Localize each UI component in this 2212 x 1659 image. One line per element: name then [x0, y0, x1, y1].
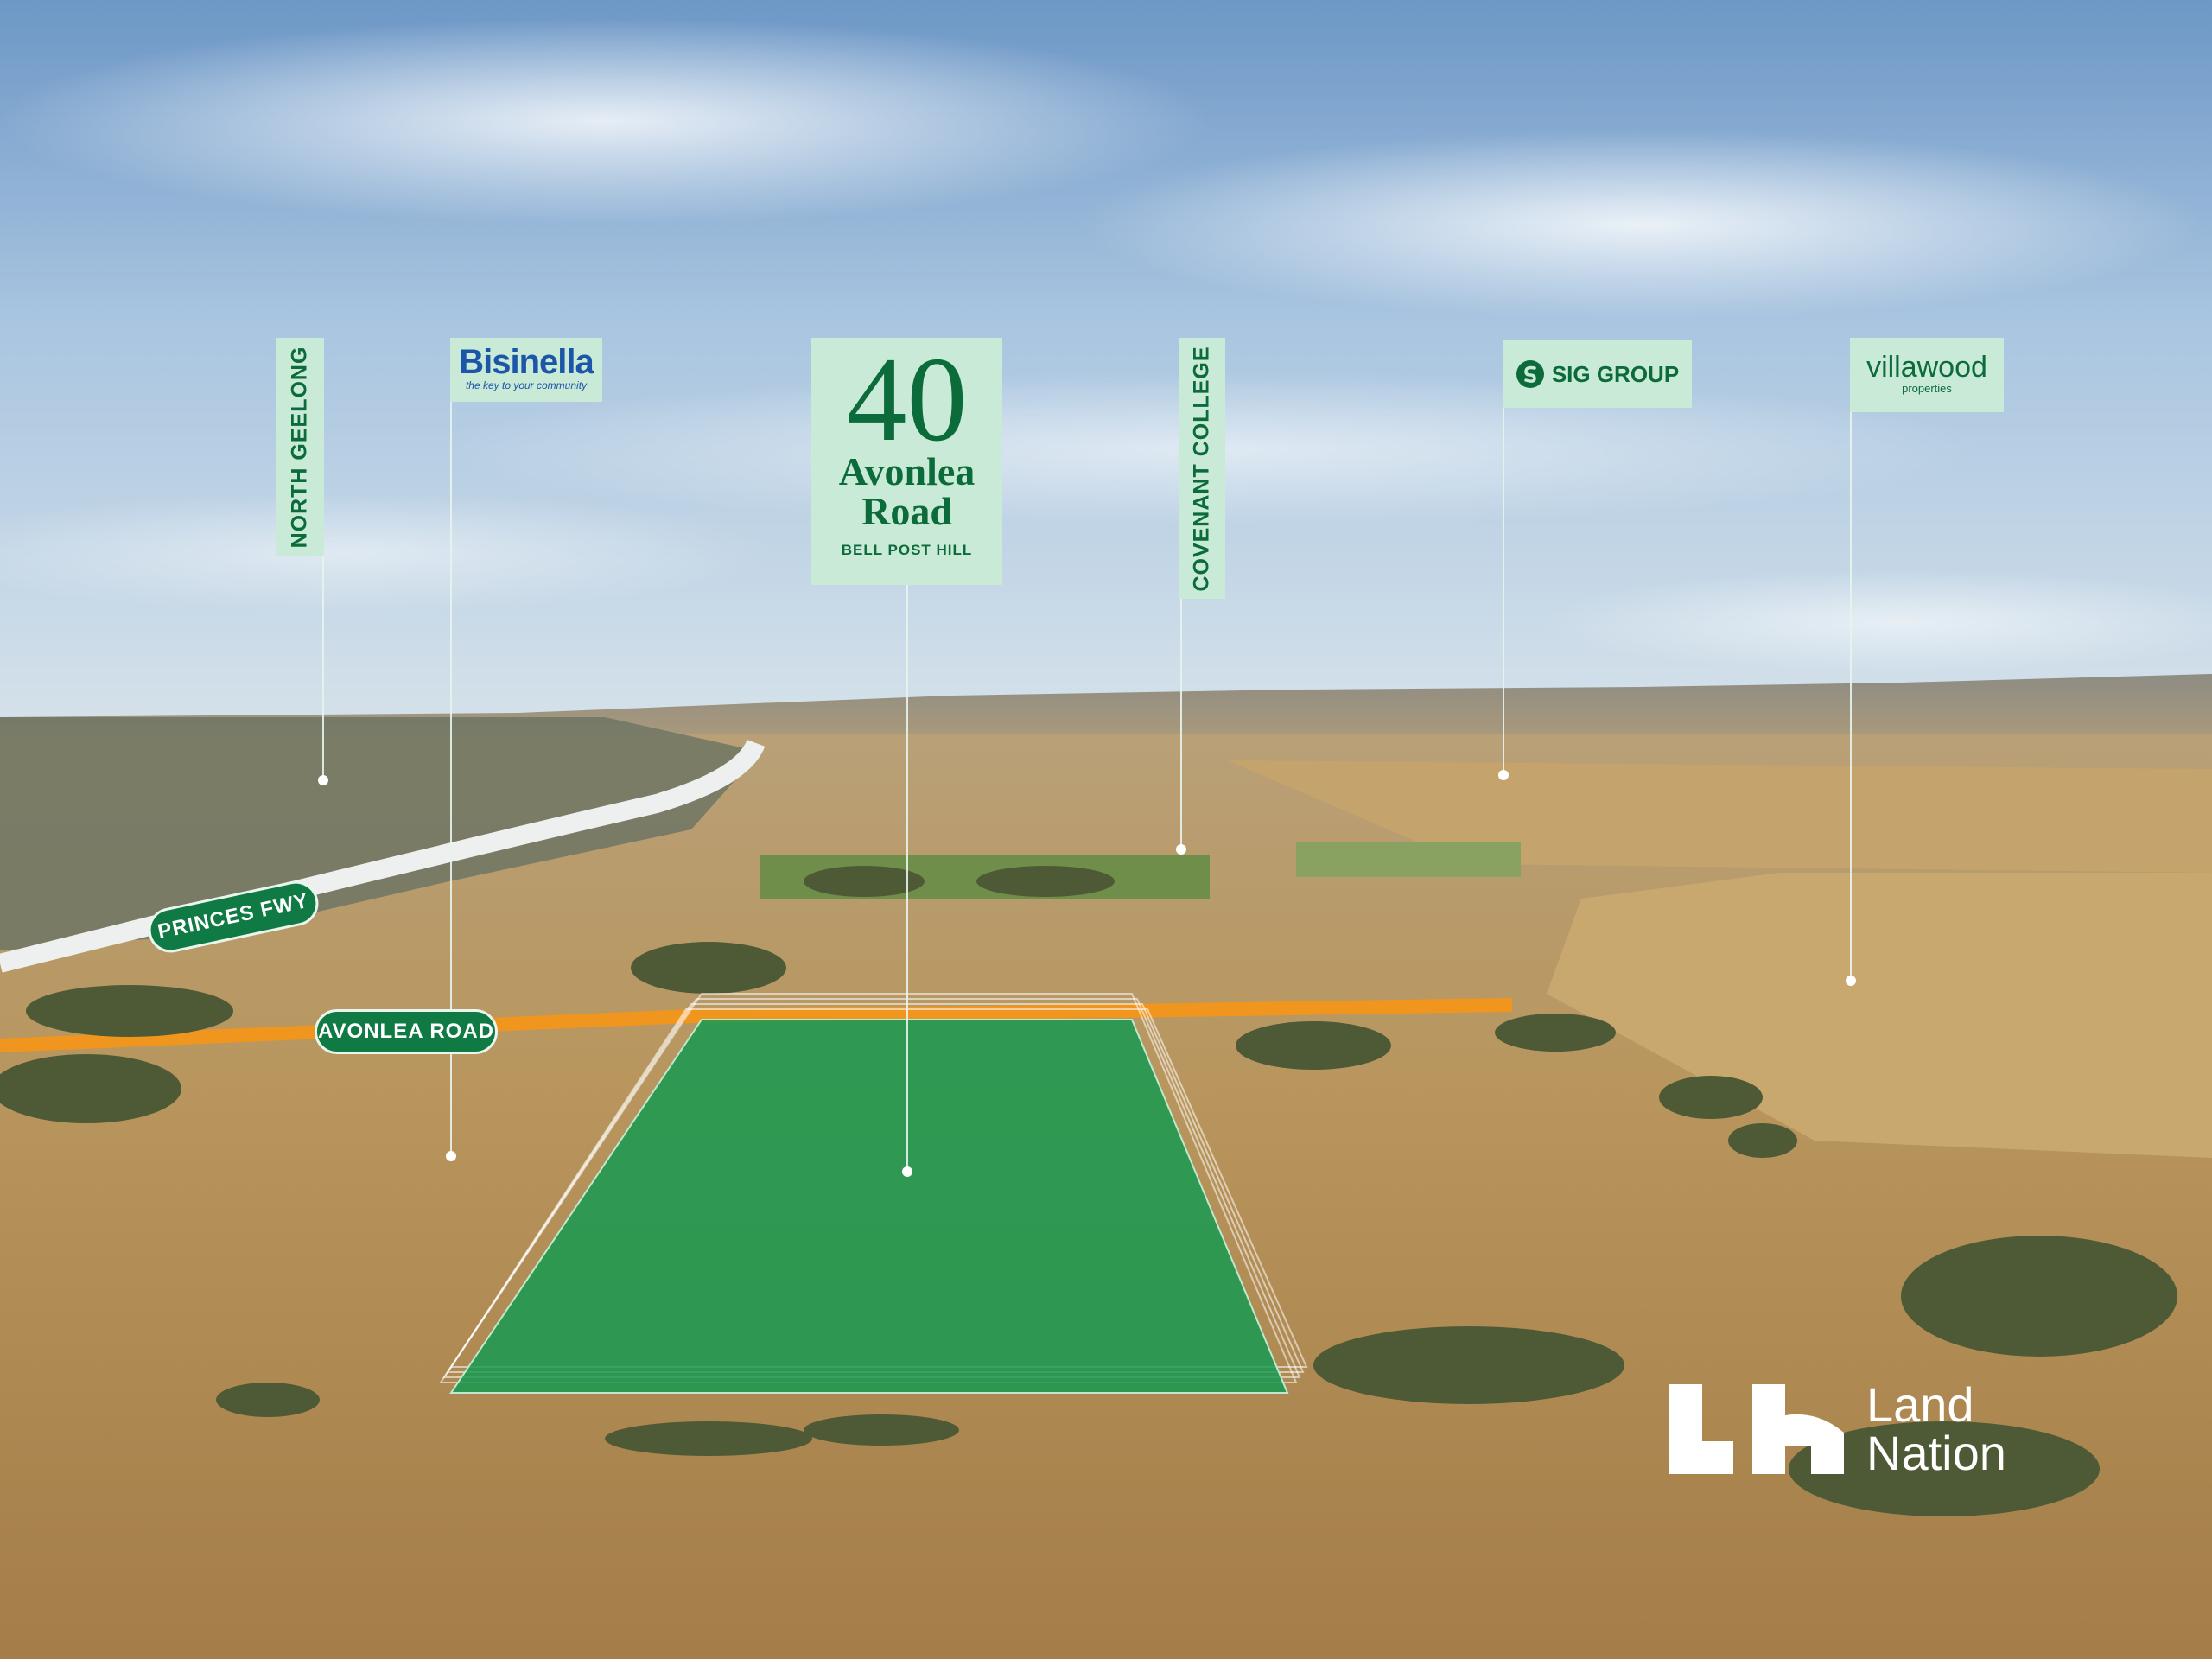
avonlea-road-pill: AVONLEA ROAD [315, 1009, 498, 1054]
site-street-number: 40 [846, 333, 968, 467]
avonlea-road-text: AVONLEA ROAD [318, 1020, 494, 1043]
land-nation-mark-icon [1669, 1384, 1844, 1474]
pin-dot-sig-group [1498, 770, 1509, 780]
pin-dot-site [902, 1166, 912, 1177]
pin-dot-bisinella [446, 1151, 456, 1161]
pin-line-site [906, 585, 908, 1172]
land-nation-logo: Land Nation [1666, 1381, 2037, 1478]
town-area [0, 717, 760, 950]
north-geelong-text: NORTH GEELONG [287, 346, 312, 548]
pin-line-covenant [1180, 599, 1182, 849]
pin-dot-north-geelong [318, 775, 328, 785]
sig-s-icon [1516, 360, 1544, 388]
sports-field [1296, 842, 1521, 877]
logo-line2: Nation [1866, 1426, 2006, 1480]
villawood-sub: properties [1902, 382, 1952, 395]
pin-dot-villawood [1846, 976, 1856, 986]
site-street-line2: Road [861, 489, 952, 533]
pin-line-bisinella [450, 402, 452, 1156]
bisinella-label: Bisinella the key to your community [450, 338, 602, 402]
covenant-college-label: COVENANT COLLEGE [1179, 338, 1225, 599]
north-geelong-label: NORTH GEELONG [276, 338, 324, 556]
logo-line1: Land [1866, 1377, 1974, 1432]
pin-line-villawood [1850, 412, 1852, 981]
pin-line-sig-group [1503, 408, 1504, 775]
site-street-line1: Avonlea [838, 449, 976, 493]
pin-dot-covenant [1176, 844, 1186, 855]
cloud [0, 17, 1210, 225]
land-nation-wordmark: Land Nation [1866, 1381, 2006, 1478]
site-overlay-40-avonlea-road [449, 1019, 1289, 1394]
cloud [0, 493, 778, 613]
harvested-paddock [1547, 873, 2212, 1158]
bisinella-tagline: the key to your community [465, 379, 588, 391]
cloud [1080, 130, 2203, 320]
site-title-label: 40 Avonlea Road BELL POST HILL [811, 338, 1002, 585]
cloud [1538, 570, 2212, 674]
villawood-brand: villawood [1866, 351, 1987, 384]
sig-group-label: SIG GROUP [1503, 340, 1692, 408]
covenant-college-text: COVENANT COLLEGE [1189, 345, 1214, 592]
bisinella-brand: Bisinella [459, 343, 594, 381]
tree-clusters [0, 866, 2177, 1516]
site-suburb: BELL POST HILL [841, 542, 973, 558]
pin-line-north-geelong [322, 556, 324, 780]
site-outline-hatch [439, 993, 1308, 1383]
sig-group-text: SIG GROUP [1551, 360, 1680, 387]
villawood-label: villawood properties [1850, 338, 2004, 412]
